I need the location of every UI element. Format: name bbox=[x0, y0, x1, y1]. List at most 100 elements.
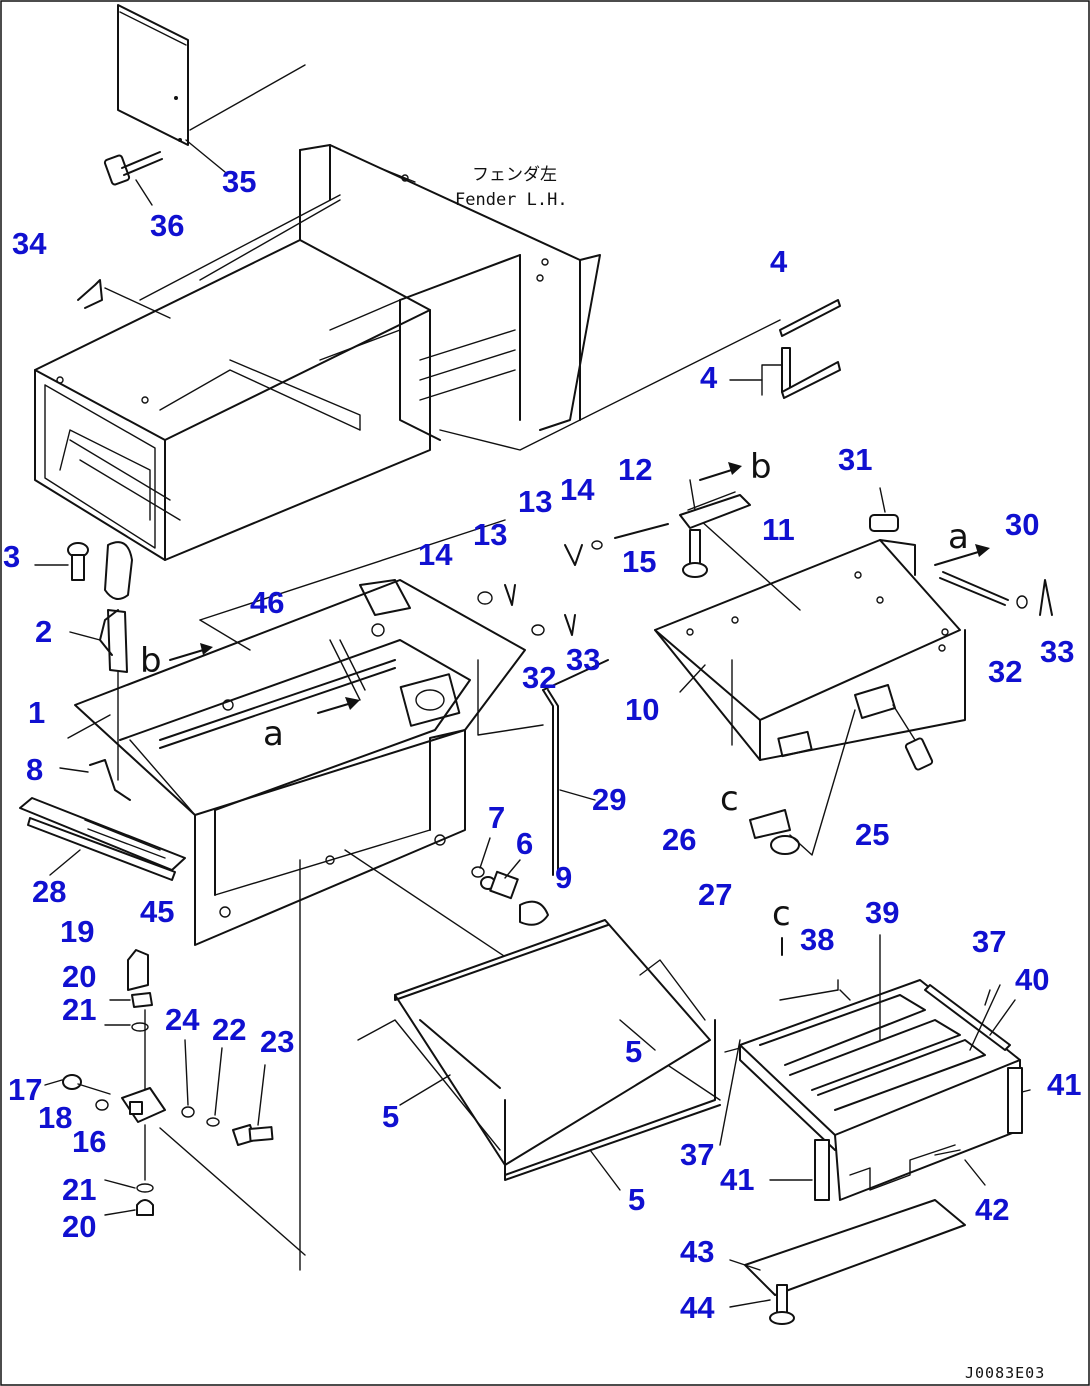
part-number: 34 bbox=[12, 226, 47, 261]
part-number: 5 bbox=[625, 1034, 642, 1069]
part-number: 5 bbox=[628, 1182, 645, 1217]
handle-11 bbox=[679, 479, 751, 529]
arrow-b-right bbox=[699, 462, 742, 481]
part-number: 6 bbox=[516, 826, 533, 861]
part-number: 11 bbox=[762, 512, 795, 547]
part-number: 3 bbox=[3, 539, 20, 574]
part-number: 24 bbox=[165, 1002, 200, 1037]
bolt-44 bbox=[729, 1284, 795, 1325]
part-number: 14 bbox=[418, 537, 453, 572]
leader-4 bbox=[439, 319, 781, 451]
bolt-6-7-9 bbox=[471, 837, 549, 926]
part-number: 26 bbox=[662, 822, 696, 857]
detail-letter-c: c bbox=[772, 894, 791, 934]
part-number: 17 bbox=[8, 1072, 42, 1107]
part-number: 16 bbox=[72, 1124, 106, 1159]
part-number: 38 bbox=[800, 922, 834, 957]
part-number: 45 bbox=[140, 894, 174, 929]
part-number: 41 bbox=[1047, 1067, 1081, 1102]
part-number: 36 bbox=[150, 208, 184, 243]
part-number: 21 bbox=[62, 1172, 96, 1207]
part-number: 7 bbox=[488, 800, 505, 835]
rod-29 bbox=[477, 659, 609, 876]
fender-frame bbox=[34, 144, 601, 561]
part-number: 25 bbox=[855, 817, 889, 852]
lid-10 bbox=[654, 519, 966, 761]
label-leaders bbox=[719, 934, 1031, 1186]
latch-26-27 bbox=[749, 709, 856, 856]
part-number: 37 bbox=[680, 1137, 714, 1172]
arrow-a-right bbox=[934, 544, 990, 566]
bolt-3 bbox=[34, 542, 89, 581]
strip-4 bbox=[729, 299, 841, 399]
part-number: 28 bbox=[32, 874, 66, 909]
part-number: 1 bbox=[28, 695, 45, 730]
detail-letter-a: a bbox=[948, 517, 969, 557]
part-number: 20 bbox=[62, 1209, 96, 1244]
latch-2 bbox=[69, 541, 133, 781]
part-number: 37 bbox=[972, 924, 1006, 959]
leader-1 bbox=[67, 714, 111, 739]
part-number: 4 bbox=[700, 360, 718, 395]
part-number: 44 bbox=[680, 1290, 715, 1325]
part-number: 35 bbox=[222, 164, 256, 199]
detail-letter-b: b bbox=[140, 641, 162, 681]
leader-46 bbox=[199, 519, 506, 621]
part-number: 21 bbox=[62, 992, 96, 1027]
bolt-36 bbox=[103, 151, 163, 206]
latch-25 bbox=[892, 704, 934, 771]
part-number: 29 bbox=[592, 782, 626, 817]
hinge-group bbox=[44, 949, 306, 1256]
part-number: 30 bbox=[1005, 507, 1039, 542]
part-number: 39 bbox=[865, 895, 899, 930]
part-number: 33 bbox=[566, 642, 600, 677]
part-number: 41 bbox=[720, 1162, 754, 1197]
part-number: 23 bbox=[260, 1024, 294, 1059]
drawing-code: J0083E03 bbox=[965, 1364, 1045, 1382]
detail-letter-a: a bbox=[263, 714, 284, 754]
fender-label-en: Fender L.H. bbox=[455, 190, 568, 210]
part-number: 33 bbox=[1040, 634, 1074, 669]
plug-31 bbox=[869, 487, 899, 532]
plate-35 bbox=[117, 4, 226, 173]
hinge-8 bbox=[59, 759, 131, 801]
detail-letter-b: b bbox=[750, 447, 772, 487]
part-number: 2 bbox=[35, 614, 52, 649]
bolt-15 bbox=[682, 529, 708, 578]
fender-label: フェンダ左 Fender L.H. bbox=[455, 165, 568, 210]
part-number: 42 bbox=[975, 1192, 1009, 1227]
leader-10 bbox=[679, 664, 706, 693]
box-38-42 bbox=[739, 979, 1023, 1201]
part-number: 32 bbox=[988, 654, 1022, 689]
part-number: 15 bbox=[622, 544, 656, 579]
arrow-a-left bbox=[317, 697, 360, 714]
part-number: 5 bbox=[382, 1099, 399, 1134]
part-number-labels: 35 36 34 4 4 31 12 14 13 11 30 13 14 15 … bbox=[3, 164, 1081, 1325]
part-number: 46 bbox=[250, 585, 284, 620]
part-number: 20 bbox=[62, 959, 96, 994]
part-number: 12 bbox=[618, 452, 652, 487]
detail-letter-c: c bbox=[720, 779, 739, 819]
fender-label-jp: フェンダ左 bbox=[472, 165, 557, 185]
leader-35 bbox=[189, 64, 306, 131]
pins-13-14 bbox=[477, 540, 603, 636]
part-number: 40 bbox=[1015, 962, 1049, 997]
part-number: 9 bbox=[555, 860, 572, 895]
part-number: 32 bbox=[522, 660, 556, 695]
part-number: 14 bbox=[560, 472, 595, 507]
part-number: 8 bbox=[26, 752, 43, 787]
pin-30 bbox=[939, 571, 1053, 616]
part-number: 43 bbox=[680, 1234, 714, 1269]
pin-12 bbox=[614, 523, 669, 539]
cover-5 bbox=[357, 919, 721, 1191]
part-number: 27 bbox=[698, 877, 732, 912]
clip-34 bbox=[77, 279, 171, 319]
part-number: 19 bbox=[60, 914, 94, 949]
part-number: 13 bbox=[518, 484, 552, 519]
part-number: 31 bbox=[838, 442, 872, 477]
part-number: 18 bbox=[38, 1100, 72, 1135]
arrow-b-left bbox=[169, 643, 213, 661]
plate-43 bbox=[729, 1199, 966, 1296]
rail-28 bbox=[19, 797, 186, 881]
